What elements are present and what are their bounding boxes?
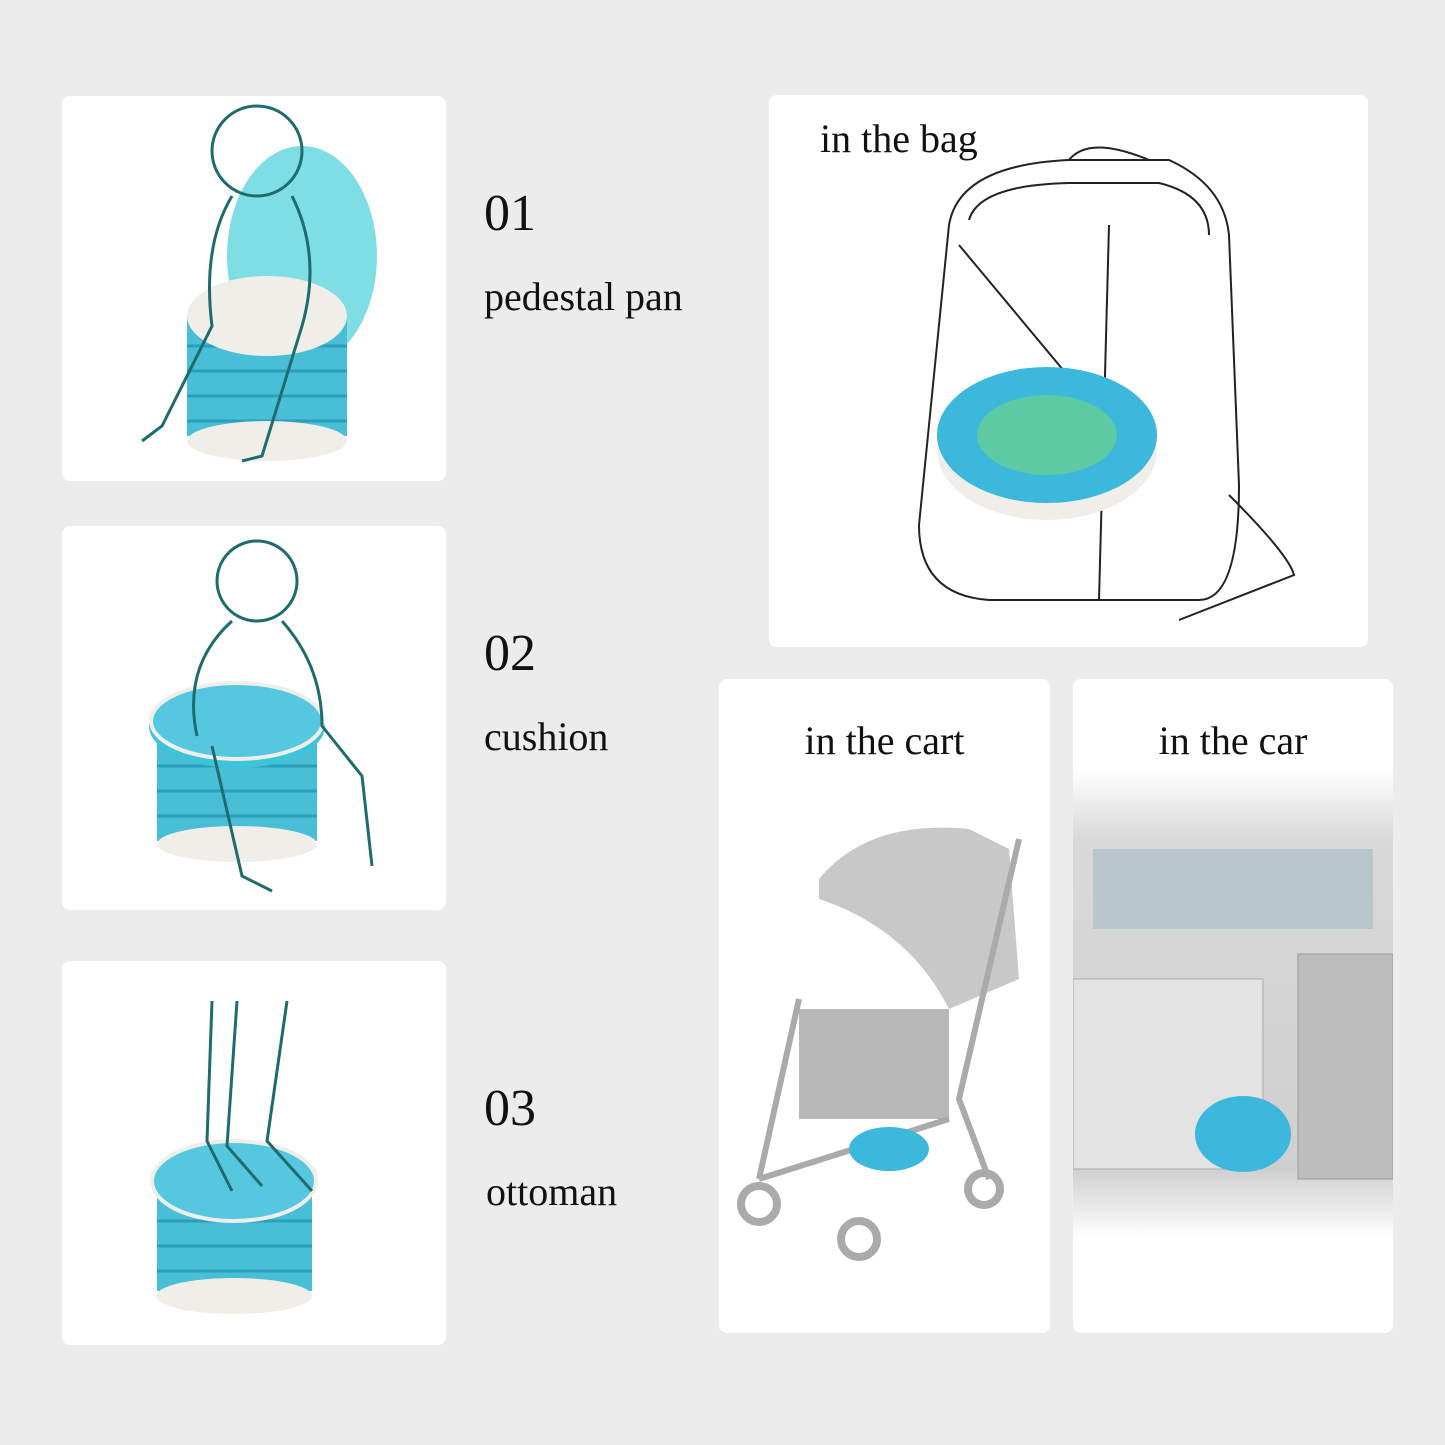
- pedestal-pan-image-card: [62, 96, 446, 481]
- ottoman-illustration: [150, 1000, 318, 1314]
- cushion-illustration: [149, 539, 374, 893]
- mode-label-cushion: cushion: [484, 714, 609, 759]
- mode-number-02: 02: [484, 625, 536, 682]
- in-the-cart-card: in the cart: [719, 679, 1050, 1333]
- mode-label-pedestal-pan: pedestal pan: [484, 274, 683, 319]
- backpack-illustration: [917, 146, 1296, 621]
- mode-number-01: 01: [484, 185, 536, 242]
- scene-label-in-the-car: in the car: [1158, 718, 1308, 763]
- in-the-bag-card: in the bag: [769, 95, 1368, 647]
- in-the-car-card: in the car: [1073, 679, 1393, 1333]
- cushion-image-card: [62, 526, 446, 910]
- scene-label-in-the-cart: in the cart: [804, 718, 965, 763]
- mode-label-ottoman: ottoman: [486, 1169, 618, 1214]
- ottoman-image-card: [62, 961, 446, 1345]
- mode-number-03: 03: [484, 1080, 536, 1137]
- pedestal-pan-illustration: [141, 104, 377, 463]
- stroller-image: [737, 827, 1022, 1261]
- scene-label-in-the-bag: in the bag: [820, 116, 978, 161]
- car-trunk-image: [1073, 769, 1393, 1239]
